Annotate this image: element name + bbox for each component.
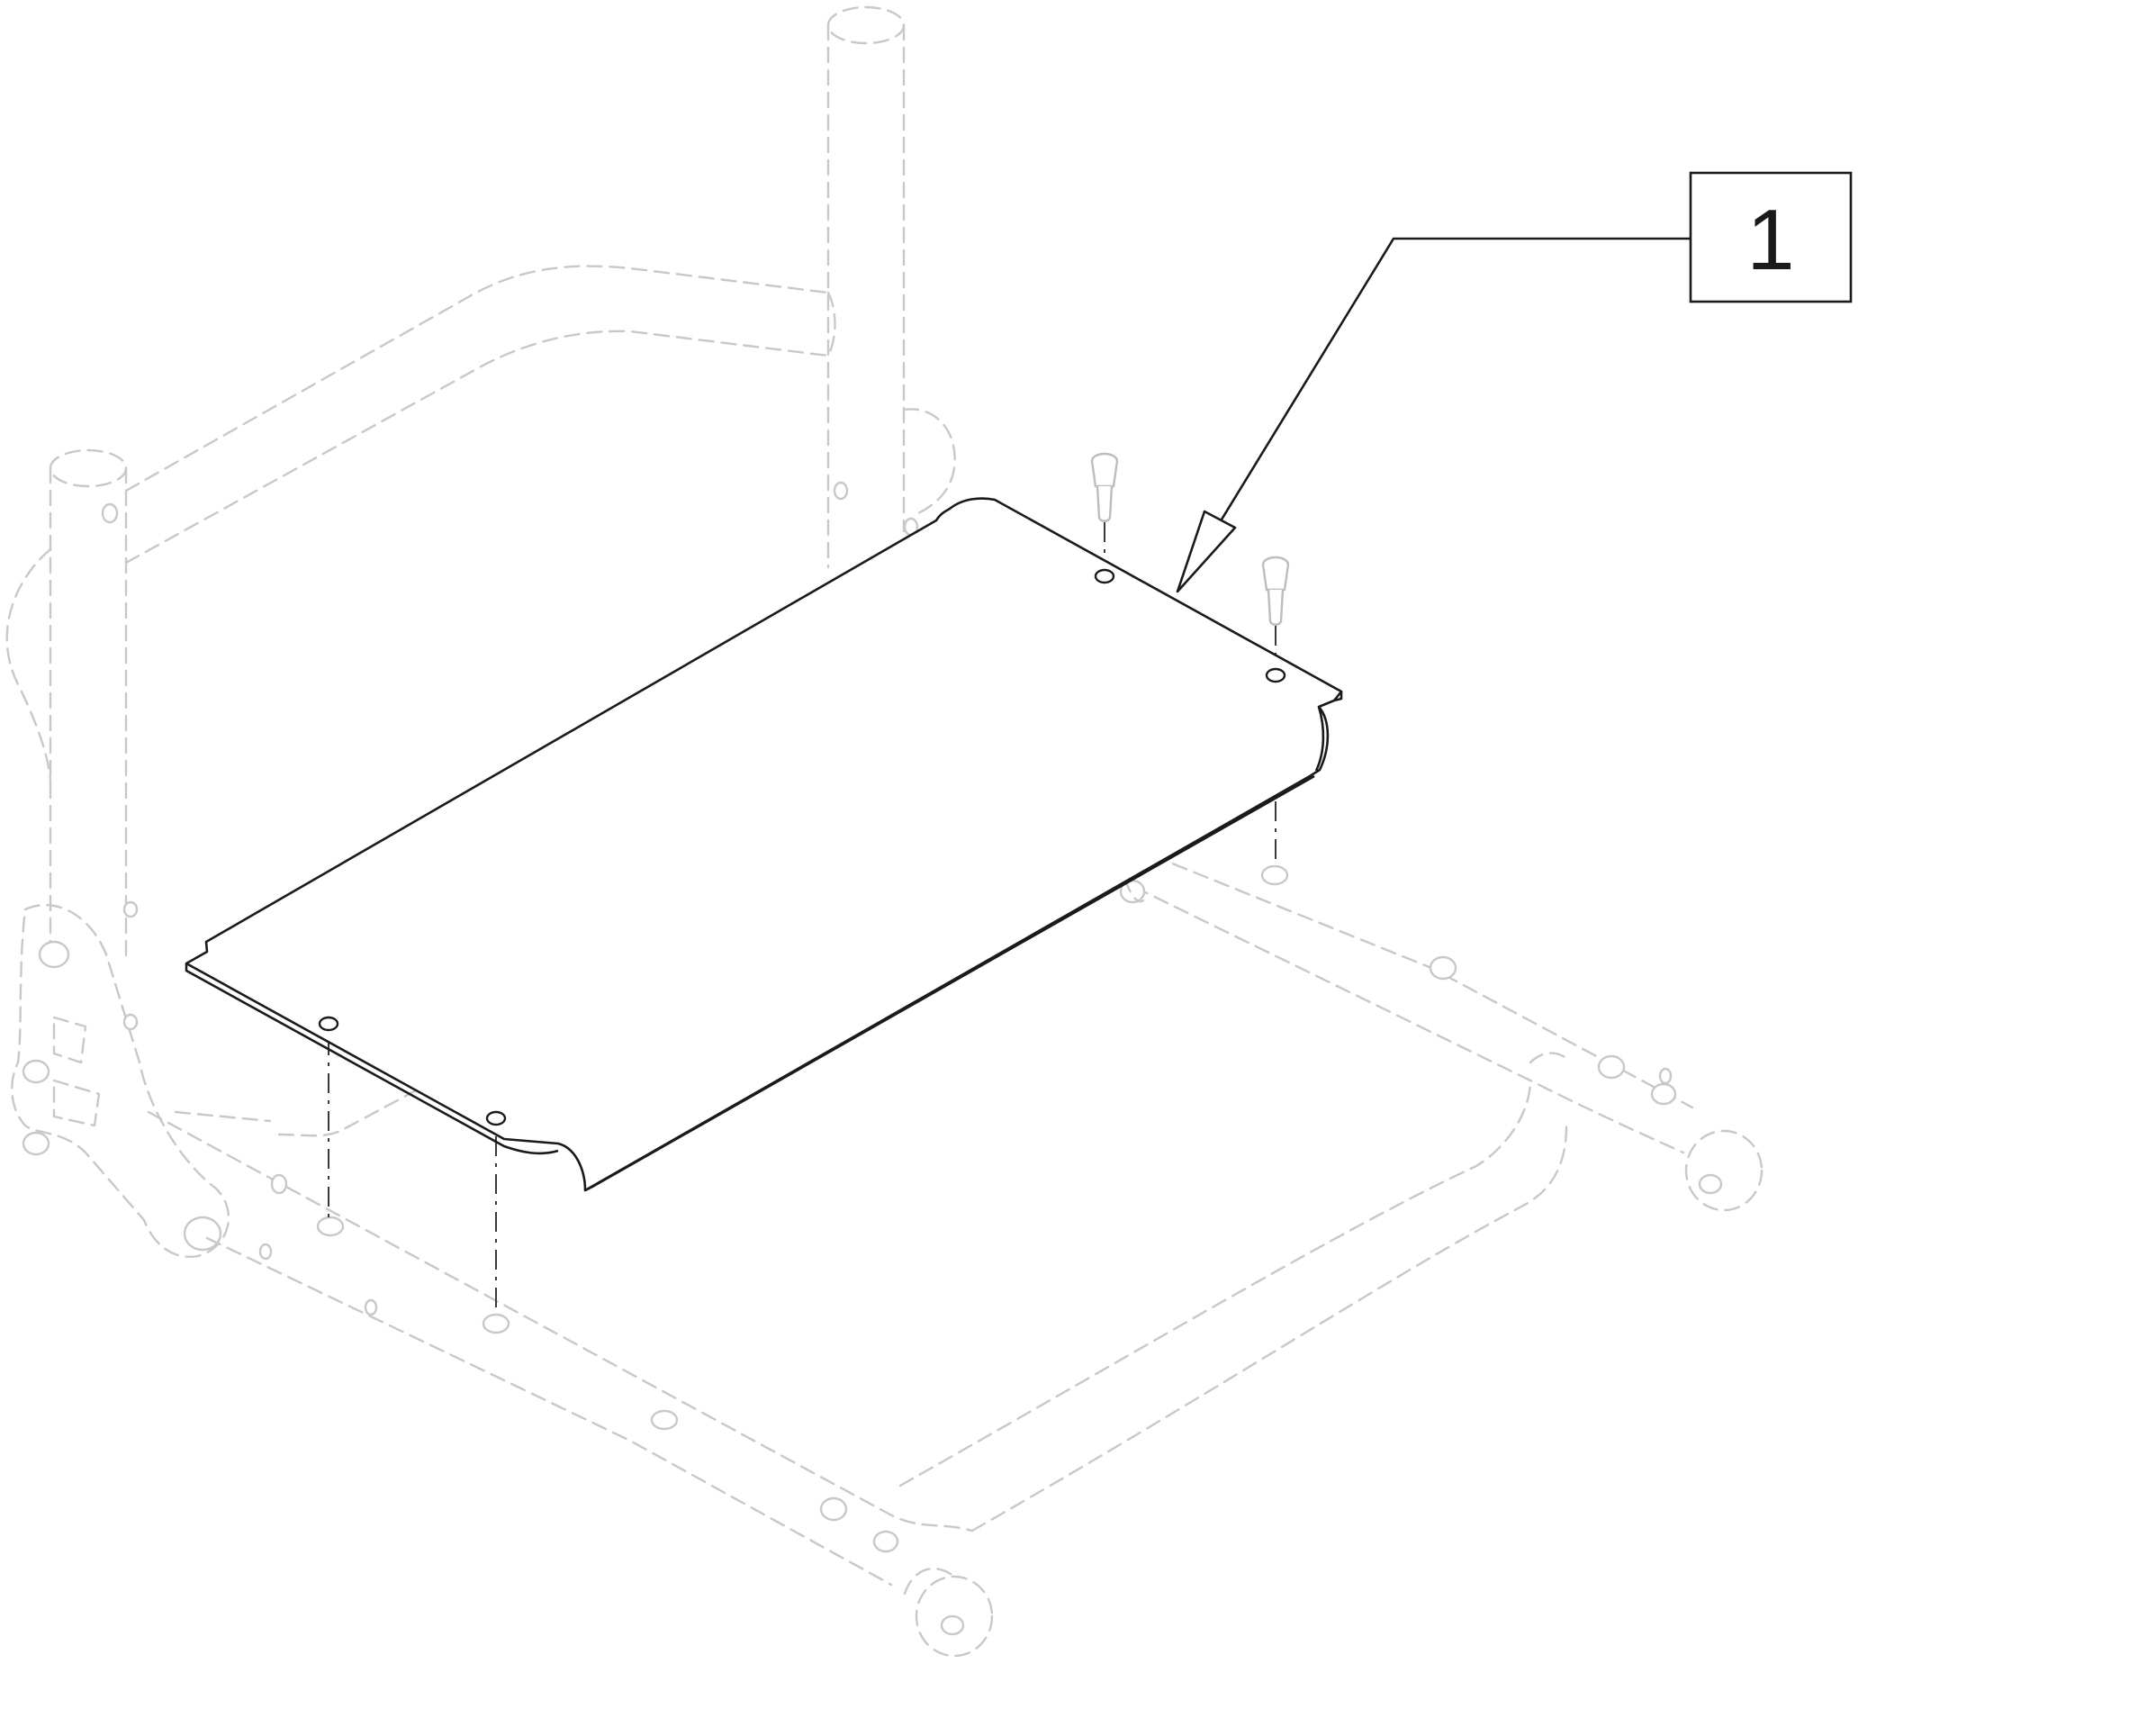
seat-pan-hole-rear-top <box>1094 568 1115 584</box>
seat-pan <box>185 497 1343 1192</box>
frame-hole-front-left <box>316 1216 345 1237</box>
frame-hole-rear-left <box>482 1313 510 1334</box>
backrest-tube <box>5 265 836 785</box>
chair-frame <box>5 5 1764 1658</box>
right-front-tube-end <box>1684 1129 1764 1212</box>
right-rear-post <box>826 5 956 569</box>
callout-box <box>1689 171 1853 303</box>
rivet-rear-top <box>1090 452 1119 522</box>
callout-1: 1 <box>1176 171 1853 593</box>
right-seat-rail <box>1119 854 1694 1154</box>
left-side-bracket <box>11 900 230 1258</box>
left-rear-post <box>49 448 128 965</box>
front-cross-tube <box>898 1052 1568 1533</box>
seat-pan-hole-left-front <box>318 1016 339 1032</box>
callout-arrowhead <box>1176 510 1237 593</box>
callout-label: 1 <box>1746 192 1794 288</box>
rivet-right-top <box>1261 556 1290 626</box>
seat-pan-hole-right-top <box>1265 667 1286 683</box>
seat-pan-hole-left-rear <box>485 1110 507 1126</box>
frame-hole-right <box>1260 864 1289 886</box>
left-seat-rail <box>147 1110 974 1587</box>
callout-leader-line <box>1176 237 1691 592</box>
left-front-tube-end <box>903 1567 994 1658</box>
